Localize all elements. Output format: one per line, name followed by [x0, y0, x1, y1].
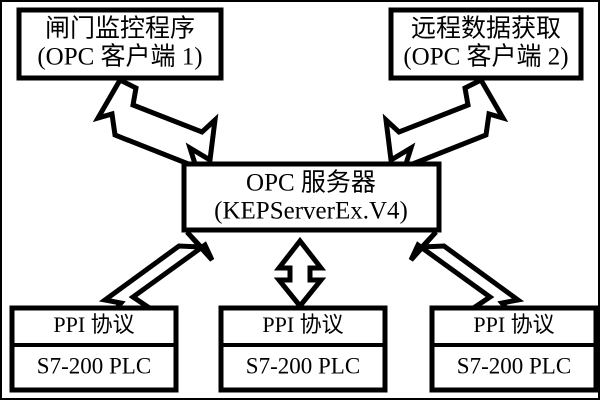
- connector-server-plc2: [273, 236, 327, 310]
- client-1-line2: (OPC 客户端 1): [37, 43, 202, 71]
- connector-server-plc1: [98, 230, 215, 321]
- plc-1-device: S7-200 PLC: [37, 353, 151, 378]
- node-plc-3[interactable]: PPI 协议 S7-200 PLC: [429, 305, 599, 393]
- connector-client1-server: [92, 76, 219, 172]
- plc-2-device: S7-200 PLC: [246, 353, 360, 378]
- plc-3-protocol: PPI 协议: [473, 312, 554, 337]
- node-client-2[interactable]: 远程数据获取 (OPC 客户端 2): [388, 7, 584, 81]
- opc-server-line2: (KEPServerEx.V4): [214, 198, 408, 225]
- node-plc-2[interactable]: PPI 协议 S7-200 PLC: [218, 305, 388, 393]
- node-client-1[interactable]: 闸门监控程序 (OPC 客户端 1): [16, 7, 224, 81]
- plc-3-device: S7-200 PLC: [457, 353, 571, 378]
- opc-server-line1: OPC 服务器: [246, 169, 376, 197]
- client-2-line1: 远程数据获取: [411, 15, 561, 43]
- plc-1-protocol: PPI 协议: [53, 312, 134, 337]
- client-2-line2: (OPC 客户端 2): [403, 43, 568, 71]
- node-opc-server[interactable]: OPC 服务器 (KEPServerEx.V4): [181, 161, 442, 233]
- connector-server-plc3: [408, 230, 525, 321]
- node-plc-1[interactable]: PPI 协议 S7-200 PLC: [9, 305, 179, 393]
- client-1-line1: 闸门监控程序: [45, 15, 195, 43]
- connector-client2-server: [382, 76, 509, 172]
- plc-2-protocol: PPI 协议: [262, 312, 343, 337]
